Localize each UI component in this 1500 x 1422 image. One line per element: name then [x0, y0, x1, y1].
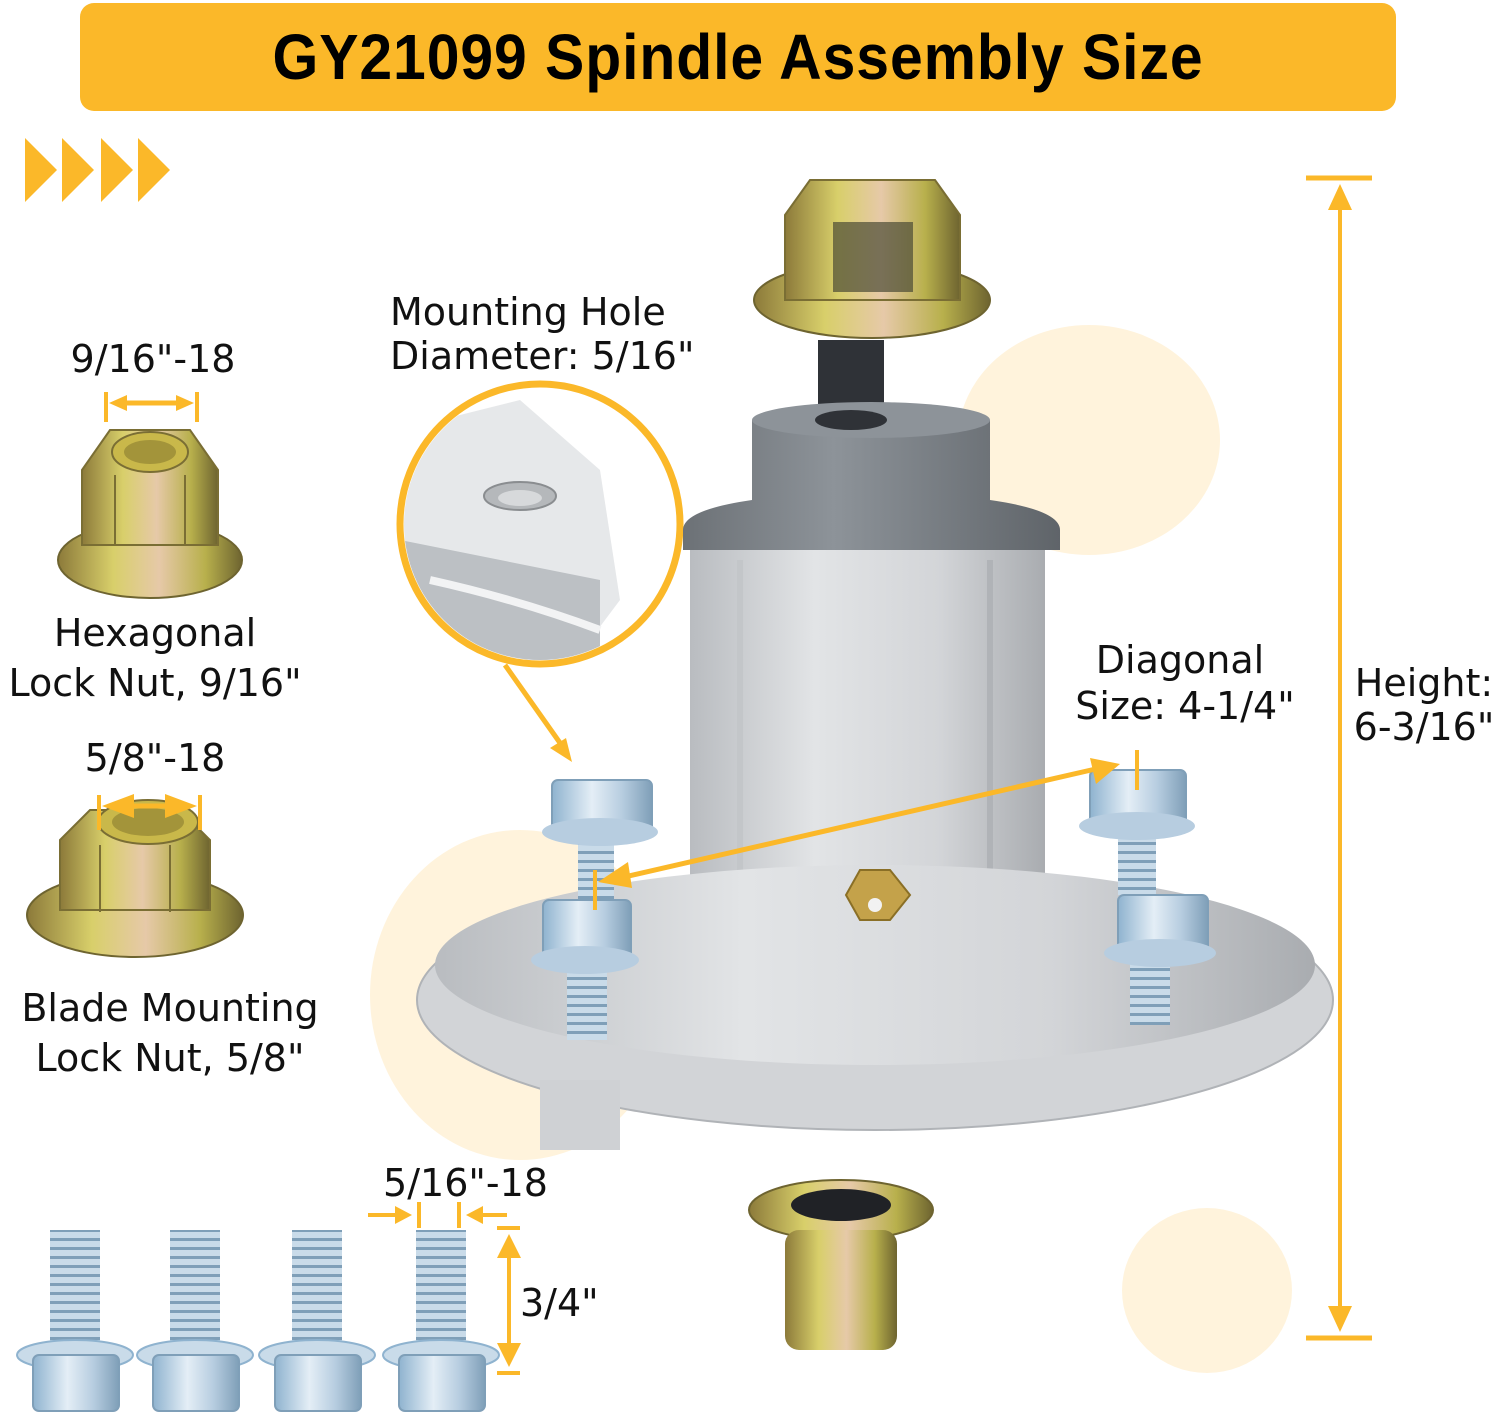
mounting-hole-line2: Diameter: 5/16"	[390, 334, 695, 378]
mounting-hole-line1: Mounting Hole	[390, 290, 666, 334]
blade-nut-name-line2: Lock Nut, 5/8"	[35, 1036, 305, 1080]
page-title: GY21099 Spindle Assembly Size	[272, 21, 1204, 93]
hex-lock-nut-image	[57, 429, 243, 599]
height-line1: Height:	[1354, 661, 1494, 705]
blade-nut-width-arrow	[97, 794, 202, 830]
loose-bolt-1	[16, 1230, 134, 1412]
hex-nut-width-arrow	[104, 392, 199, 422]
loose-bolt-2	[136, 1230, 254, 1412]
diagonal-size-line2: Size: 4-1/4"	[1075, 684, 1295, 728]
hex-nut-thread-label: 9/16"-18	[70, 337, 236, 381]
bolt-diameter-arrow	[368, 1202, 507, 1228]
flange-bolt	[531, 899, 639, 1040]
blade-nut-name-line1: Blade Mounting	[21, 986, 319, 1030]
height-arrow	[1306, 175, 1372, 1341]
chevron-right-icon	[25, 138, 57, 202]
hex-nut-name-line1: Hexagonal	[53, 611, 257, 655]
spindle-assembly-image	[416, 179, 1334, 1350]
bolt-length-label: 3/4"	[520, 1281, 599, 1325]
chevron-right-icon	[138, 138, 170, 202]
bolt-thread-label: 5/16"-18	[383, 1161, 548, 1205]
height-line2: 6-3/16"	[1353, 705, 1495, 749]
chevron-right-icon	[62, 138, 94, 202]
diagonal-size-arrow	[593, 750, 1139, 910]
blade-lock-nut-image	[26, 799, 244, 958]
chevron-right-icon	[101, 138, 133, 202]
flange-bolt	[542, 779, 658, 900]
flange-bolt	[1104, 894, 1216, 1025]
flange-bolt	[1079, 769, 1195, 895]
mounting-hole-zoom-circle	[396, 380, 684, 762]
decor-blob-bottom	[1122, 1208, 1292, 1373]
title-banner: GY21099 Spindle Assembly Size	[80, 3, 1396, 111]
diagonal-size-line1: Diagonal	[1095, 638, 1265, 682]
loose-bolt-4	[382, 1230, 500, 1412]
hex-nut-name-line2: Lock Nut, 9/16"	[8, 661, 302, 705]
bolt-length-arrow	[497, 1226, 521, 1375]
blade-nut-thread-label: 5/8"-18	[84, 736, 226, 780]
loose-bolt-3	[258, 1230, 376, 1412]
